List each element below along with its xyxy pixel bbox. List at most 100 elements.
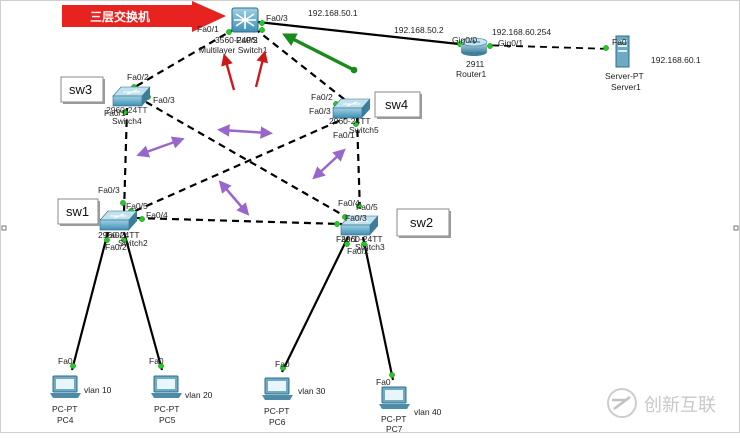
pc5-model: PC-PT xyxy=(154,404,180,414)
red-arrow-1 xyxy=(221,53,236,91)
ms-ip-label: 192.168.50.1 xyxy=(308,8,358,18)
multilayer-switch[interactable]: Fa0/1 Fa0/3 3560-24PS Fa0/2 Multilayer S… xyxy=(197,7,358,55)
ms-caption: Multilayer Switch1 xyxy=(199,45,268,55)
sw4-port-fa03: Fa0/3 xyxy=(309,106,331,116)
sw3-port-fa03: Fa0/3 xyxy=(153,95,175,105)
sw2-caption: Switch3 xyxy=(355,242,385,252)
pc4-caption: PC4 xyxy=(57,415,74,425)
pc6-model: PC-PT xyxy=(264,406,290,416)
link-sw1-sw2[interactable] xyxy=(135,216,343,226)
sw2-tag[interactable]: sw2 xyxy=(396,208,451,238)
router-ip-gig01: 192.168.60.254 xyxy=(492,27,551,37)
router-caption: Router1 xyxy=(456,69,487,79)
watermark: 创新互联 xyxy=(607,388,716,418)
links xyxy=(70,20,613,381)
watermark-logo-icon xyxy=(612,396,631,410)
sw4-model: 2960-24TT xyxy=(329,116,371,126)
link-sw2-pc7[interactable] xyxy=(361,236,395,381)
router-port-gig00: Gig0/0 xyxy=(452,35,477,45)
router-port-gig01: Gig0/1 xyxy=(498,38,523,48)
sw1-caption: Switch2 xyxy=(118,238,148,248)
sw2-model: 2960-24TT xyxy=(341,234,383,244)
sw2-port-fa05: Fa0/5 xyxy=(356,202,378,212)
sw2-port-fa02: Fa0/2 xyxy=(347,246,369,256)
sw3-model: 2960-24TT xyxy=(106,105,148,115)
sw4-tag[interactable]: sw4 xyxy=(374,91,422,119)
purple-arrow-1 xyxy=(217,124,273,139)
pc-5[interactable]: Fa0 vlan 20 PC-PT PC5 xyxy=(149,356,213,425)
sw3-tag[interactable]: sw3 xyxy=(60,76,105,104)
sw3-port-fa02: Fa0/2 xyxy=(127,72,149,82)
link-ms-router[interactable] xyxy=(257,20,469,47)
server-port: Fa0 xyxy=(612,37,627,47)
pc4-monitor-icon xyxy=(56,379,74,389)
sw4-port-fa01: Fa0/1 xyxy=(333,130,355,140)
green-arrow-tail xyxy=(350,66,358,74)
sw1-port-fa02: Fa0/2 xyxy=(105,242,127,252)
link-sw3-sw1[interactable] xyxy=(122,107,129,214)
pc6-caption: PC6 xyxy=(269,417,286,427)
switch-sw1[interactable]: Fa0/3 Fa0/5 Fa0/4 2960-24TT Fa0/1 Switch… xyxy=(98,185,168,252)
link-ms-sw3[interactable] xyxy=(127,27,237,92)
link-sw4-sw1[interactable] xyxy=(125,114,351,217)
green-arrow xyxy=(282,33,355,72)
pc5-caption: PC5 xyxy=(159,415,176,425)
router-1[interactable]: 192.168.50.2 192.168.60.254 Gig0/0 Gig0/… xyxy=(394,25,551,79)
sw3-tag-label: sw3 xyxy=(69,82,92,97)
pc5-vlan: vlan 20 xyxy=(185,390,213,400)
pc-7[interactable]: Fa0 vlan 40 PC-PT PC7 xyxy=(376,377,442,434)
purple-arrow-2 xyxy=(136,136,185,158)
pc4-vlan: vlan 10 xyxy=(84,385,112,395)
switch-sw2[interactable]: Fa0/4 Fa0/5 Fa0/3 2960-24TT Fa0/1 Switch… xyxy=(336,198,385,256)
purple-arrow-4 xyxy=(312,148,346,180)
link-ms-sw4[interactable] xyxy=(253,27,350,104)
link-sw4-sw2[interactable] xyxy=(355,117,362,213)
link-sw3-sw2[interactable] xyxy=(145,101,356,223)
switch-sw1-icon xyxy=(110,213,127,219)
multilayer-switch-icon xyxy=(234,11,256,29)
ms-port-fa01: Fa0/1 xyxy=(197,24,219,34)
pc6-port: Fa0 xyxy=(275,359,290,369)
sw1-model: 2960-24TT xyxy=(98,230,140,240)
pc-4[interactable]: Fa0 vlan 10 PC-PT PC4 xyxy=(50,356,112,425)
pc4-model: PC-PT xyxy=(52,404,78,414)
red-arrow-2 xyxy=(254,50,269,88)
router-icon xyxy=(468,40,480,44)
pc5-monitor-icon xyxy=(157,379,175,389)
sw4-port-fa02: Fa0/2 xyxy=(311,92,333,102)
sw1-port-fa05: Fa0/5 xyxy=(126,201,148,211)
sw2-tag-label: sw2 xyxy=(410,215,433,230)
sw1-tag[interactable]: sw1 xyxy=(57,198,100,226)
pc7-vlan: vlan 40 xyxy=(414,407,442,417)
ms-port-fa02: Fa0/2 xyxy=(236,35,258,45)
pc5-port: Fa0 xyxy=(149,356,164,366)
server-1[interactable]: Fa0 192.168.60.1 Server-PT Server1 xyxy=(605,35,701,92)
pc7-monitor-icon xyxy=(385,390,403,400)
switch-sw3[interactable]: Fa0/2 Fa0/3 Fa0/1 2960-24TT Switch4 xyxy=(104,72,175,126)
pc6-vlan: vlan 30 xyxy=(298,386,326,396)
purple-arrow-3 xyxy=(218,180,250,216)
frame-handle-left[interactable] xyxy=(1,225,7,231)
link-sw2-pc6[interactable] xyxy=(281,236,349,373)
ms-port-fa03: Fa0/3 xyxy=(266,13,288,23)
switch-sw4[interactable]: Fa0/2 Fa0/3 2960-24TT Switch5 Fa0/1 xyxy=(309,92,379,140)
ms-model-label: 3560-24PS xyxy=(215,35,258,45)
sw4-tag-label: sw4 xyxy=(385,97,408,112)
sw1-port-fa03: Fa0/3 xyxy=(98,185,120,195)
sw2-port-fa01: Fa0/1 xyxy=(336,234,358,244)
banner-text: 三层交换机 xyxy=(90,9,150,24)
link-router-server[interactable] xyxy=(479,44,613,50)
pc6-monitor-icon xyxy=(268,381,286,391)
sw1-port-fa04: Fa0/4 xyxy=(146,210,168,220)
switch-sw3-icon xyxy=(123,89,140,95)
switch-sw4-icon xyxy=(343,101,360,107)
pc-6[interactable]: Fa0 vlan 30 PC-PT PC6 xyxy=(262,359,326,427)
link-sw1-pc5[interactable] xyxy=(122,231,164,371)
frame-handle-right[interactable] xyxy=(733,225,739,231)
link-sw1-pc4[interactable] xyxy=(70,231,110,371)
pc7-caption: PC7 xyxy=(386,424,403,433)
watermark-text: 创新互联 xyxy=(644,395,716,415)
sw1-port-fa01: Fa0/1 xyxy=(105,230,127,240)
